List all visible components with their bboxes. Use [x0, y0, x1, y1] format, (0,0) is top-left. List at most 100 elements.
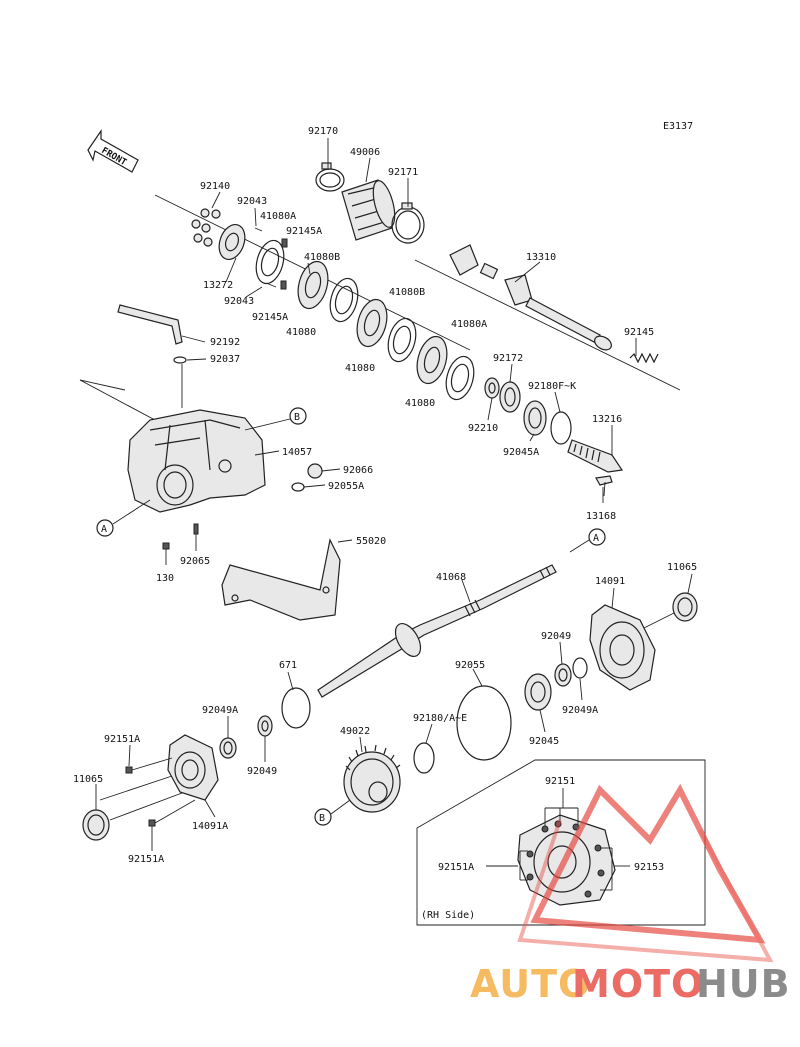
- friction-disc-41080-3: [416, 335, 448, 385]
- inset-caption: (RH Side): [421, 910, 475, 921]
- part-label: 92151: [545, 776, 575, 787]
- part-label: 41080A: [451, 319, 487, 330]
- seal-92049-mid: [554, 663, 572, 687]
- part-label: 92145A: [252, 312, 288, 323]
- part-label: 92049: [247, 766, 277, 777]
- spring-92145A: [280, 238, 288, 290]
- boot-clamp-92171: [391, 202, 425, 244]
- seal-92049A-left: [219, 737, 237, 759]
- boot-clamp-92170: [315, 162, 345, 192]
- bracket-55020: [221, 538, 341, 621]
- part-label: 41080: [405, 398, 435, 409]
- spring-92145: [629, 352, 659, 364]
- part-label: 92049: [541, 631, 571, 642]
- part-label: 92192: [210, 337, 240, 348]
- bearing-92045A: [523, 400, 547, 436]
- pinion-gear-13216: [567, 439, 624, 473]
- part-label: 13216: [592, 414, 622, 425]
- part-label: 92180/A~E: [413, 713, 467, 724]
- rollers-92140: [191, 208, 221, 247]
- part-label: 92065: [180, 556, 210, 567]
- friction-disc-41080-2: [356, 298, 388, 348]
- shim-92180AE: [413, 742, 435, 774]
- ring-gear-49022: [343, 744, 401, 813]
- part-label: 92171: [388, 167, 418, 178]
- part-label: 13310: [526, 252, 556, 263]
- clutch-plate-41080B-2: [387, 317, 417, 363]
- part-label: 41068: [436, 572, 466, 583]
- part-label: 14091A: [192, 821, 228, 832]
- seal-11065-right: [672, 592, 698, 622]
- bolt-130: [162, 542, 170, 565]
- front-arrow-icon: FRONT: [87, 129, 139, 173]
- callout-b-case: B: [244, 407, 307, 431]
- plate-13272: [218, 223, 246, 261]
- drive-shaft-41068: [317, 564, 557, 698]
- part-label: 55020: [356, 536, 386, 547]
- oring-92055: [456, 685, 512, 761]
- part-label: 92140: [200, 181, 230, 192]
- plug-92066: [307, 463, 323, 479]
- seal-11065-left: [82, 809, 110, 841]
- clutch-plate-41080A-2: [445, 355, 475, 401]
- part-label: 41080B: [389, 287, 425, 298]
- breather-tube-92192: [117, 304, 183, 345]
- part-label: 49006: [350, 147, 380, 158]
- friction-disc-41080-1: [297, 260, 329, 310]
- watermark-hub: HUB: [696, 962, 791, 1006]
- svg-text:B: B: [294, 412, 300, 423]
- drive-shaft-boot-49006: [341, 179, 396, 241]
- part-label: 11065: [667, 562, 697, 573]
- cover-14091A: [167, 734, 219, 801]
- part-label: 92066: [343, 465, 373, 476]
- part-label: 11065: [73, 774, 103, 785]
- part-label: 92172: [493, 353, 523, 364]
- part-label: 130: [156, 573, 174, 584]
- part-label: 92151A: [438, 862, 474, 873]
- svg-text:A: A: [101, 524, 107, 535]
- diagram-code: E3137: [663, 121, 693, 132]
- seal-92049A-mid: [572, 657, 588, 679]
- part-label: 92170: [308, 126, 338, 137]
- part-label: 92037: [210, 354, 240, 365]
- gear-case-14057: [127, 409, 266, 513]
- part-label: 92055A: [328, 481, 364, 492]
- svg-text:A: A: [593, 533, 599, 544]
- part-label: 14091: [595, 576, 625, 587]
- watermark-logo: AUTO MOTO HUB: [470, 783, 791, 1006]
- part-label: 92151A: [104, 734, 140, 745]
- oring-92055A: [291, 482, 305, 492]
- bearing-92172: [499, 381, 521, 413]
- oring-671: [281, 687, 311, 729]
- propeller-shaft-13310: [449, 244, 612, 351]
- part-label: 92145: [624, 327, 654, 338]
- collar-92210: [484, 377, 500, 399]
- cover-14091: [589, 604, 656, 691]
- bearing-92045: [524, 673, 552, 711]
- part-label: 14057: [282, 447, 312, 458]
- part-label: 49022: [340, 726, 370, 737]
- part-label: 41080A: [260, 211, 296, 222]
- shim-92180FK: [550, 411, 572, 445]
- callout-b-gear: B: [314, 799, 351, 826]
- callout-a-shaft: A: [569, 528, 606, 553]
- part-label: 92151A: [128, 854, 164, 865]
- part-label: 92180F~K: [528, 381, 576, 392]
- part-label: 671: [279, 660, 297, 671]
- part-label: 13168: [586, 511, 616, 522]
- svg-text:B: B: [319, 813, 325, 824]
- watermark-moto: MOTO: [572, 962, 704, 1006]
- part-label: 41080B: [304, 252, 340, 263]
- callout-a-case: A: [96, 499, 151, 537]
- part-label: 13272: [203, 280, 233, 291]
- bolts-92151A-left: [125, 757, 196, 827]
- part-label: 92049A: [562, 705, 598, 716]
- part-label: 92153: [634, 862, 664, 873]
- part-label: 92045: [529, 736, 559, 747]
- bolt-92065: [193, 523, 199, 535]
- part-label: 41080: [345, 363, 375, 374]
- part-label: 92049A: [202, 705, 238, 716]
- joint-13168: [595, 475, 613, 497]
